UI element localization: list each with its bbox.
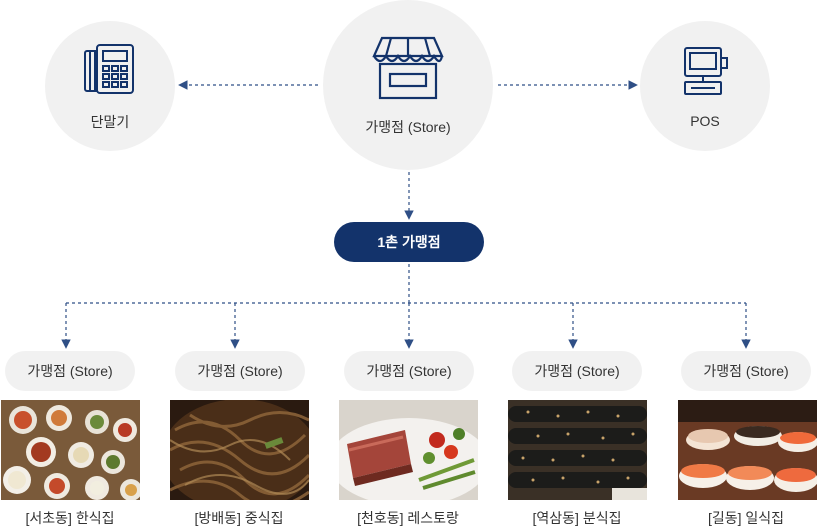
terminal-label: 단말기 [91,112,130,132]
store-pill-2: 가맹점 (Store) [175,351,305,391]
store-pill-3: 가맹점 (Store) [344,351,474,391]
store-caption-2: [방배동] 중식집 [159,508,319,528]
store-pill-1: 가맹점 (Store) [5,351,135,391]
main-store-node: 가맹점 (Store) [323,0,493,170]
main-store-label: 가맹점 (Store) [365,117,450,137]
store-pill-5: 가맹점 (Store) [681,351,811,391]
korean-table-photo [1,400,140,500]
store-pill-4: 가맹점 (Store) [512,351,642,391]
hub-store-pill: 1촌 가맹점 [334,222,484,262]
store-caption-3: [천호동] 레스토랑 [328,508,488,528]
jajangmyeon-photo [170,400,309,500]
storefront-icon [368,34,448,107]
store-caption-5: [길동] 일식집 [666,508,817,528]
pos-label: POS [690,113,720,129]
kimbap-photo [508,400,647,500]
card-terminal-icon [81,41,139,102]
steak-plate-photo [339,400,478,500]
pos-node: POS [640,21,770,151]
terminal-node: 단말기 [45,21,175,151]
store-caption-1: [서초동] 한식집 [0,508,150,528]
pos-register-icon [679,44,731,103]
sushi-platter-photo [678,400,817,500]
store-caption-4: [역삼동] 분식집 [497,508,657,528]
